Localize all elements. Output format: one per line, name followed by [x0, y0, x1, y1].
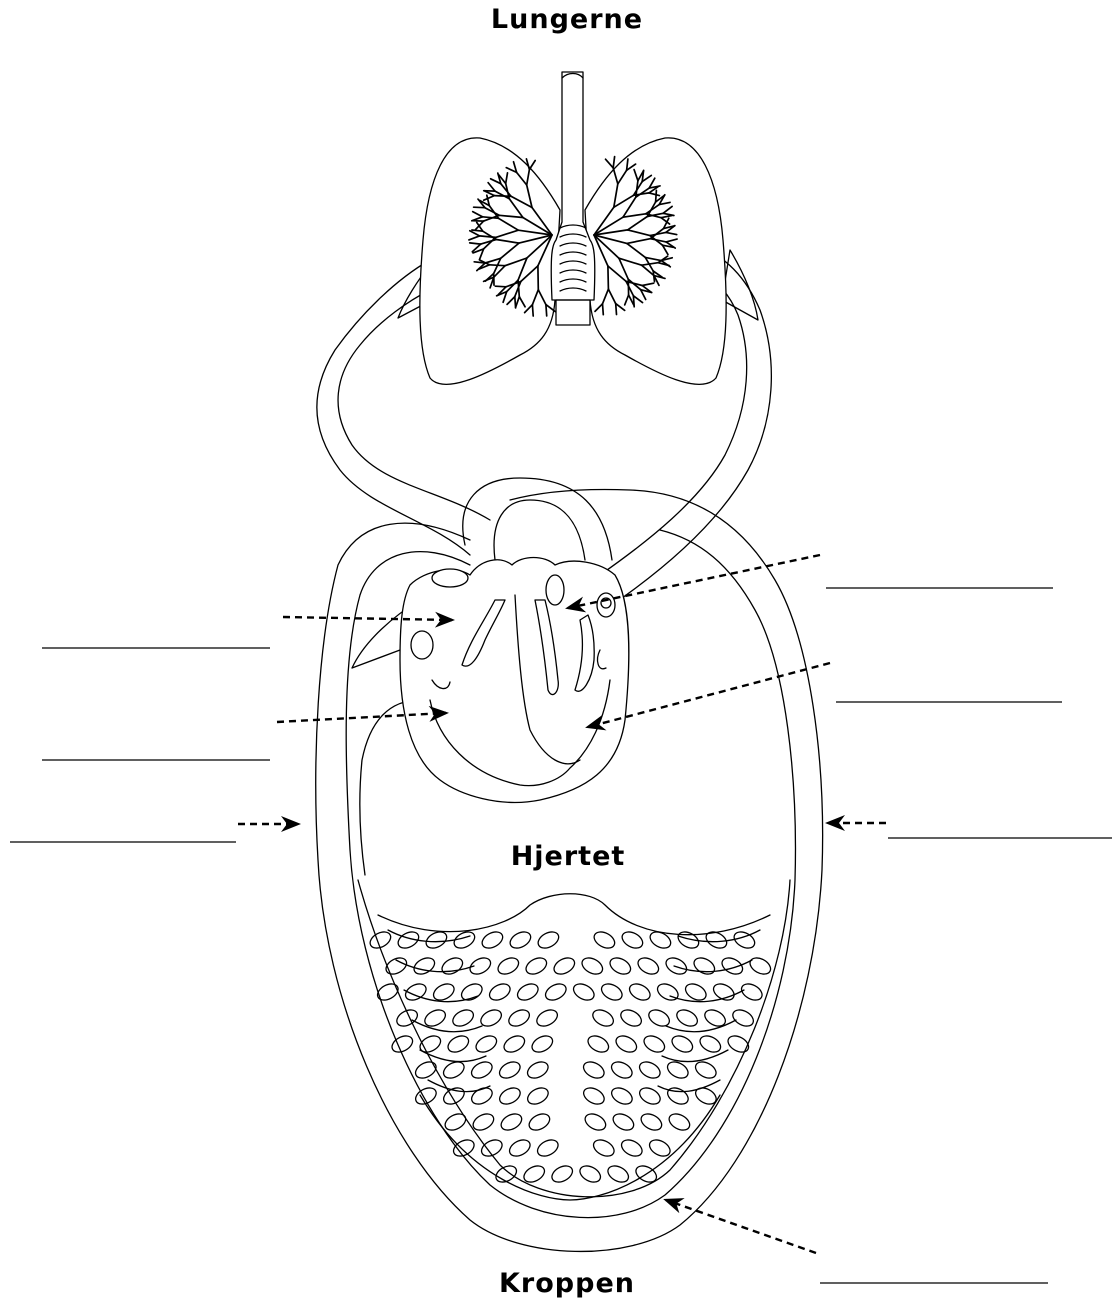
lungs	[420, 72, 726, 384]
arrow-to-body-capillaries	[666, 1200, 816, 1253]
body-title: Kroppen	[417, 1268, 717, 1299]
lungs-title: Lungerne	[417, 4, 717, 35]
body-capillary-bed	[358, 880, 790, 1200]
heart-title: Hjertet	[418, 841, 718, 872]
heart	[400, 558, 629, 803]
